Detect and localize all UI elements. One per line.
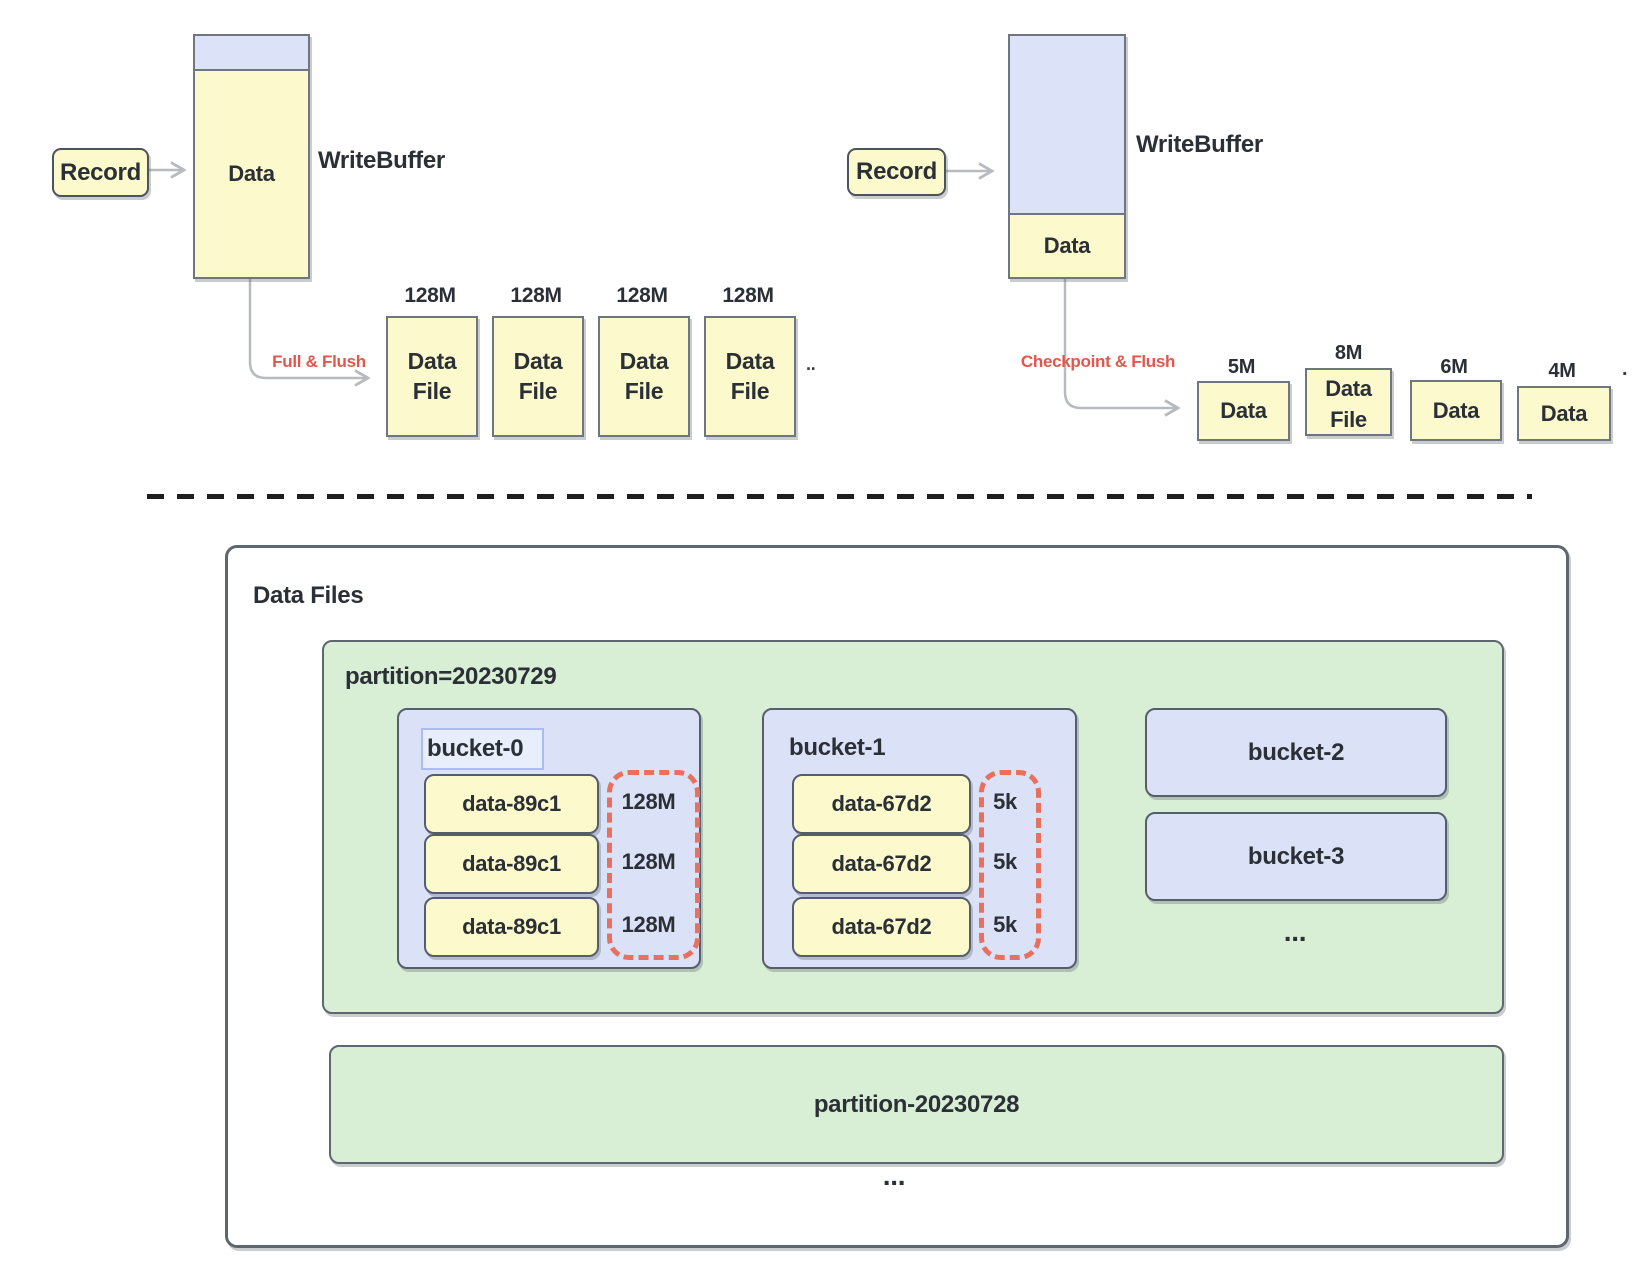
file-size-label: 5k [993, 912, 1017, 937]
write-buffer-title-right: WriteBuffer [1136, 131, 1263, 158]
bucket-3-box: bucket-3 [1145, 812, 1447, 901]
file-size-label: 5k [993, 789, 1017, 814]
record-box-right: Record [847, 148, 946, 196]
record-label: Record [856, 158, 937, 185]
data-file-box: Data File [704, 316, 796, 437]
checkpoint-flush-label: Checkpoint & Flush [1020, 352, 1176, 371]
data-file-entry: data-89c1 [424, 774, 599, 834]
file-size-label: 128M [621, 849, 676, 874]
write-buffer-left: Data [193, 34, 310, 279]
bucket-0-box: bucket-0 data-89c1 data-89c1 data-89c1 1… [397, 708, 701, 969]
write-buffer-title-left: WriteBuffer [318, 147, 445, 174]
connector-checkpoint-flush [1063, 277, 1181, 417]
ellipsis-right: . [1622, 358, 1628, 380]
size-group-outline [979, 770, 1041, 960]
file-size-label: 5k [993, 849, 1017, 874]
file-size-label: 4M [1548, 360, 1576, 382]
file-size-label: 128M [510, 284, 562, 307]
file-size-label: 128M [722, 284, 774, 307]
file-size-label: 8M [1334, 342, 1363, 364]
partition-20230729-label: partition=20230729 [345, 663, 557, 690]
file-size-label: 6M [1440, 356, 1468, 378]
buffer-data-label: Data [1010, 213, 1124, 277]
data-file-box: Data File [598, 316, 690, 437]
data-files-title: Data Files [253, 582, 364, 609]
data-file-entry: data-67d2 [792, 834, 971, 894]
ellipsis-left: .. [806, 354, 816, 374]
buffer-data-label: Data [228, 161, 275, 186]
write-buffer-right: Data [1008, 34, 1126, 279]
data-file-box-small: Data [1517, 386, 1611, 441]
data-file-box-small: Data [1197, 381, 1290, 441]
data-file-box-small: Data [1410, 380, 1502, 441]
dashed-separator [147, 494, 1532, 499]
data-file-box: Data File [386, 316, 478, 437]
file-size-label: 128M [616, 284, 668, 307]
bucket-0-label: bucket-0 [427, 735, 524, 762]
file-size-label: 128M [621, 912, 676, 937]
data-file-box: Data File [492, 316, 584, 437]
data-file-entry: data-67d2 [792, 897, 971, 957]
data-file-entry: data-89c1 [424, 834, 599, 894]
partition-20230728-box: partition-20230728 [329, 1045, 1504, 1164]
bucket-1-box: bucket-1 data-67d2 data-67d2 data-67d2 5… [762, 708, 1077, 969]
record-label: Record [60, 158, 141, 186]
ellipsis-buckets: ... [1283, 916, 1307, 947]
data-file-entry: data-67d2 [792, 774, 971, 834]
ellipsis-partitions: ... [882, 1160, 906, 1191]
buffer-free-space [195, 36, 308, 71]
bucket-2-box: bucket-2 [1145, 708, 1447, 797]
record-box-left: Record [52, 148, 149, 197]
full-flush-label: Full & Flush [272, 352, 366, 371]
file-size-label: 128M [621, 789, 676, 814]
file-size-label: 128M [404, 284, 456, 307]
size-group-outline [607, 770, 700, 960]
data-file-box-small: Data File [1305, 368, 1392, 436]
bucket-1-label: bucket-1 [789, 734, 886, 761]
data-file-entry: data-89c1 [424, 897, 599, 957]
file-size-label: 5M [1227, 356, 1256, 378]
bucket-0-label-highlight: bucket-0 [421, 728, 544, 770]
